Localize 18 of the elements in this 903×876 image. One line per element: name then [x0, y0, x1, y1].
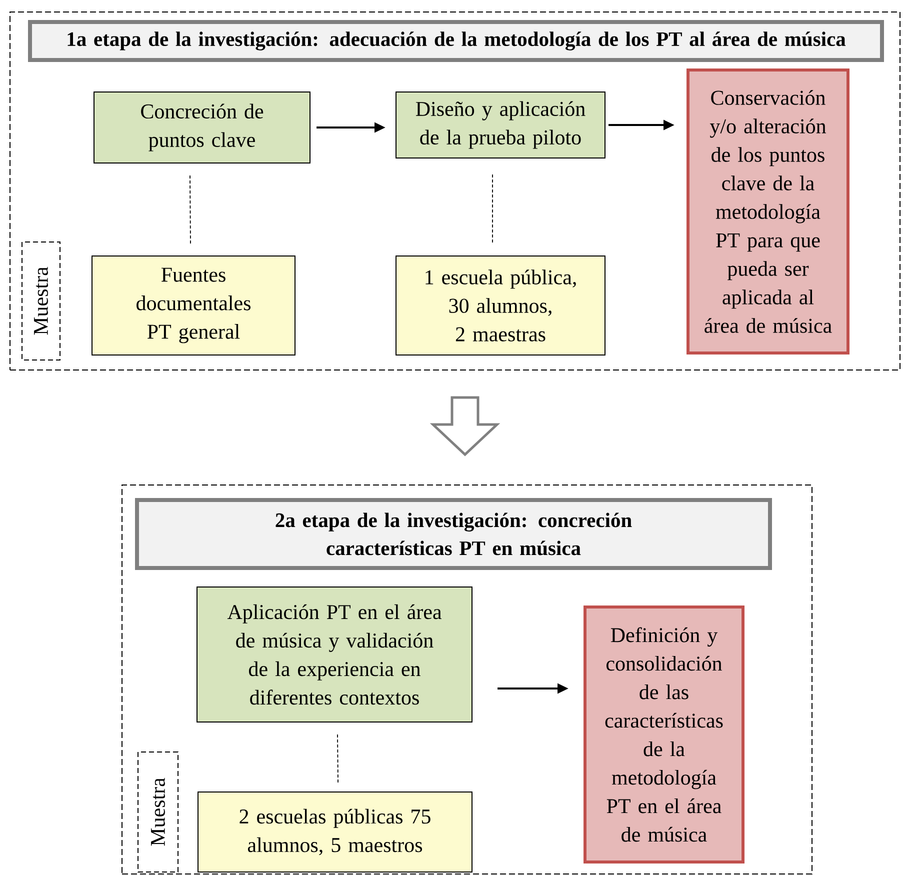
process-box: Aplicación PT en el área de música y validación de la experiencia en diferentes contextos: [196, 586, 472, 722]
dotted-connector: [337, 734, 338, 784]
result-box: Definición y consolidación de las características de la metodología PT en el área de música: [584, 606, 744, 864]
result-box: Conservación y/o alteración de los puntos clave de la metodología PT para que pueda ser aplicada al área de música: [686, 68, 850, 354]
sample-box: 2 escuelas públicas 75 alumnos, 5 maestros: [198, 792, 472, 872]
sample-box: 1 escuela pública, 30 alumnos, 2 maestras: [396, 256, 606, 356]
sample-box: Fuentes documentales PT general: [92, 256, 296, 356]
sample-label: Muestra: [138, 752, 178, 872]
stage-frame: [10, 12, 900, 370]
dotted-connector: [190, 175, 191, 246]
stage-heading: 1a etapa de la investigación: adecuación de la metodología de los PT al área de música: [28, 20, 884, 62]
process-box: Concreción de puntos clave: [94, 92, 310, 164]
dotted-connector: [492, 174, 493, 244]
stage-heading: 2a etapa de la investigación: concreción características PT en música: [135, 498, 772, 570]
block-arrow: [430, 396, 500, 456]
process-box: Diseño y aplicación de la prueba piloto: [396, 92, 606, 158]
sample-label: Muestra: [22, 242, 60, 360]
stage-frame: [122, 484, 812, 874]
